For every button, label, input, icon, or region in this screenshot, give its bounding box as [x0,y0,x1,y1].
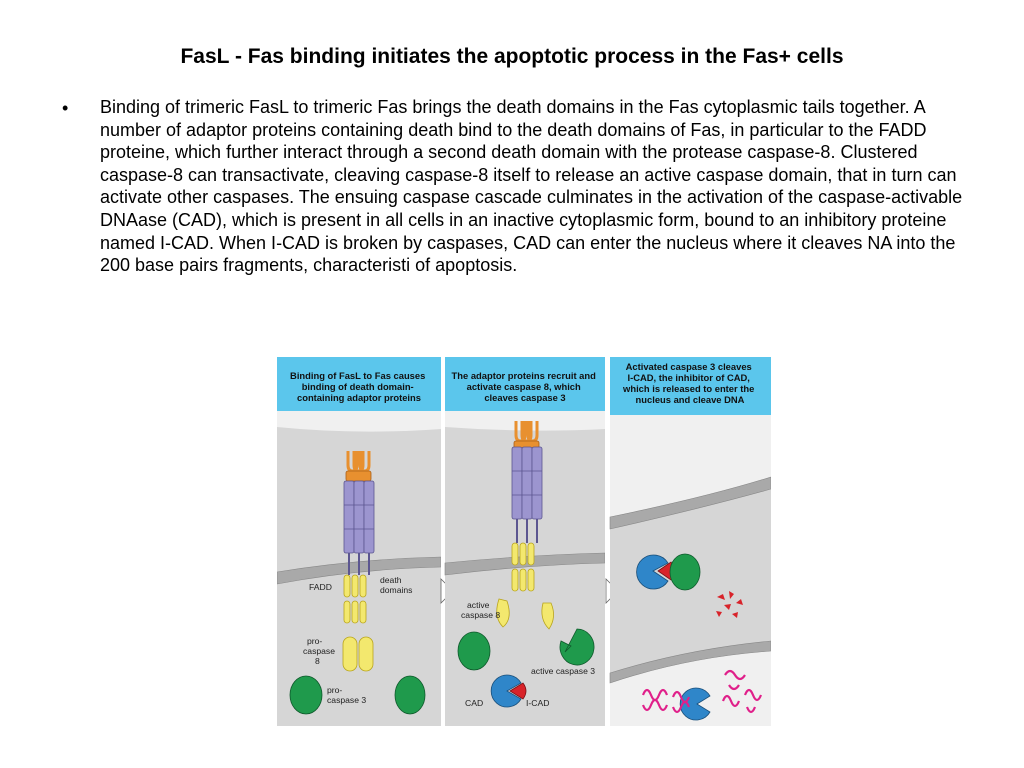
label-death-domains: death domains [380,575,412,595]
death-domain-group [511,542,535,566]
dna-fragments [641,669,763,714]
apoptosis-pathway-figure: Binding of FasL to Fas causes binding of… [277,357,771,726]
label-cad: CAD [465,698,483,708]
label-i-cad: I-CAD [526,698,549,708]
pro-caspase-8-shape [342,636,358,672]
label-active-caspase-8: active caspase 8 [461,600,500,620]
slide-title: FasL - Fas binding initiates the apoptot… [180,45,844,68]
fas-receptor [511,446,543,520]
label-pro-caspase-8: pro- caspase 8 [303,636,337,666]
label-fadd: FADD [309,582,332,592]
death-domain-group [343,574,367,598]
cad-icad-complex [490,674,527,708]
label-active-caspase-3: active caspase 3 [531,666,595,676]
fadd-adaptor-group [343,600,367,624]
bullet-marker: • [62,98,69,118]
active-caspase-3-shape [669,553,701,591]
panel-3-header: Activated caspase 3 cleaves I-CAD, the i… [622,361,757,405]
panel-3: Activated caspase 3 cleaves I-CAD, the i… [609,357,771,726]
active-caspase-3-shape [559,628,595,666]
fas-receptor [343,480,375,554]
active-caspase-8-shape [496,598,510,628]
pro-caspase-3-shape [289,675,323,715]
panel-2: The adaptor proteins recruit and activat… [444,357,606,726]
panel-1-header: Binding of FasL to Fas causes binding of… [290,370,428,403]
icad-fragments [716,591,743,618]
panel-1: Binding of FasL to Fas causes binding of… [277,357,442,726]
panel-2-header: The adaptor proteins recruit and activat… [452,370,599,403]
fadd-adaptor-group [511,568,535,592]
body-paragraph: Binding of trimeric FasL to trimeric Fas… [100,97,963,276]
cad-in-nucleus [679,687,711,721]
cad-shape [636,554,669,590]
label-pro-caspase-3: pro- caspase 3 [327,685,366,705]
